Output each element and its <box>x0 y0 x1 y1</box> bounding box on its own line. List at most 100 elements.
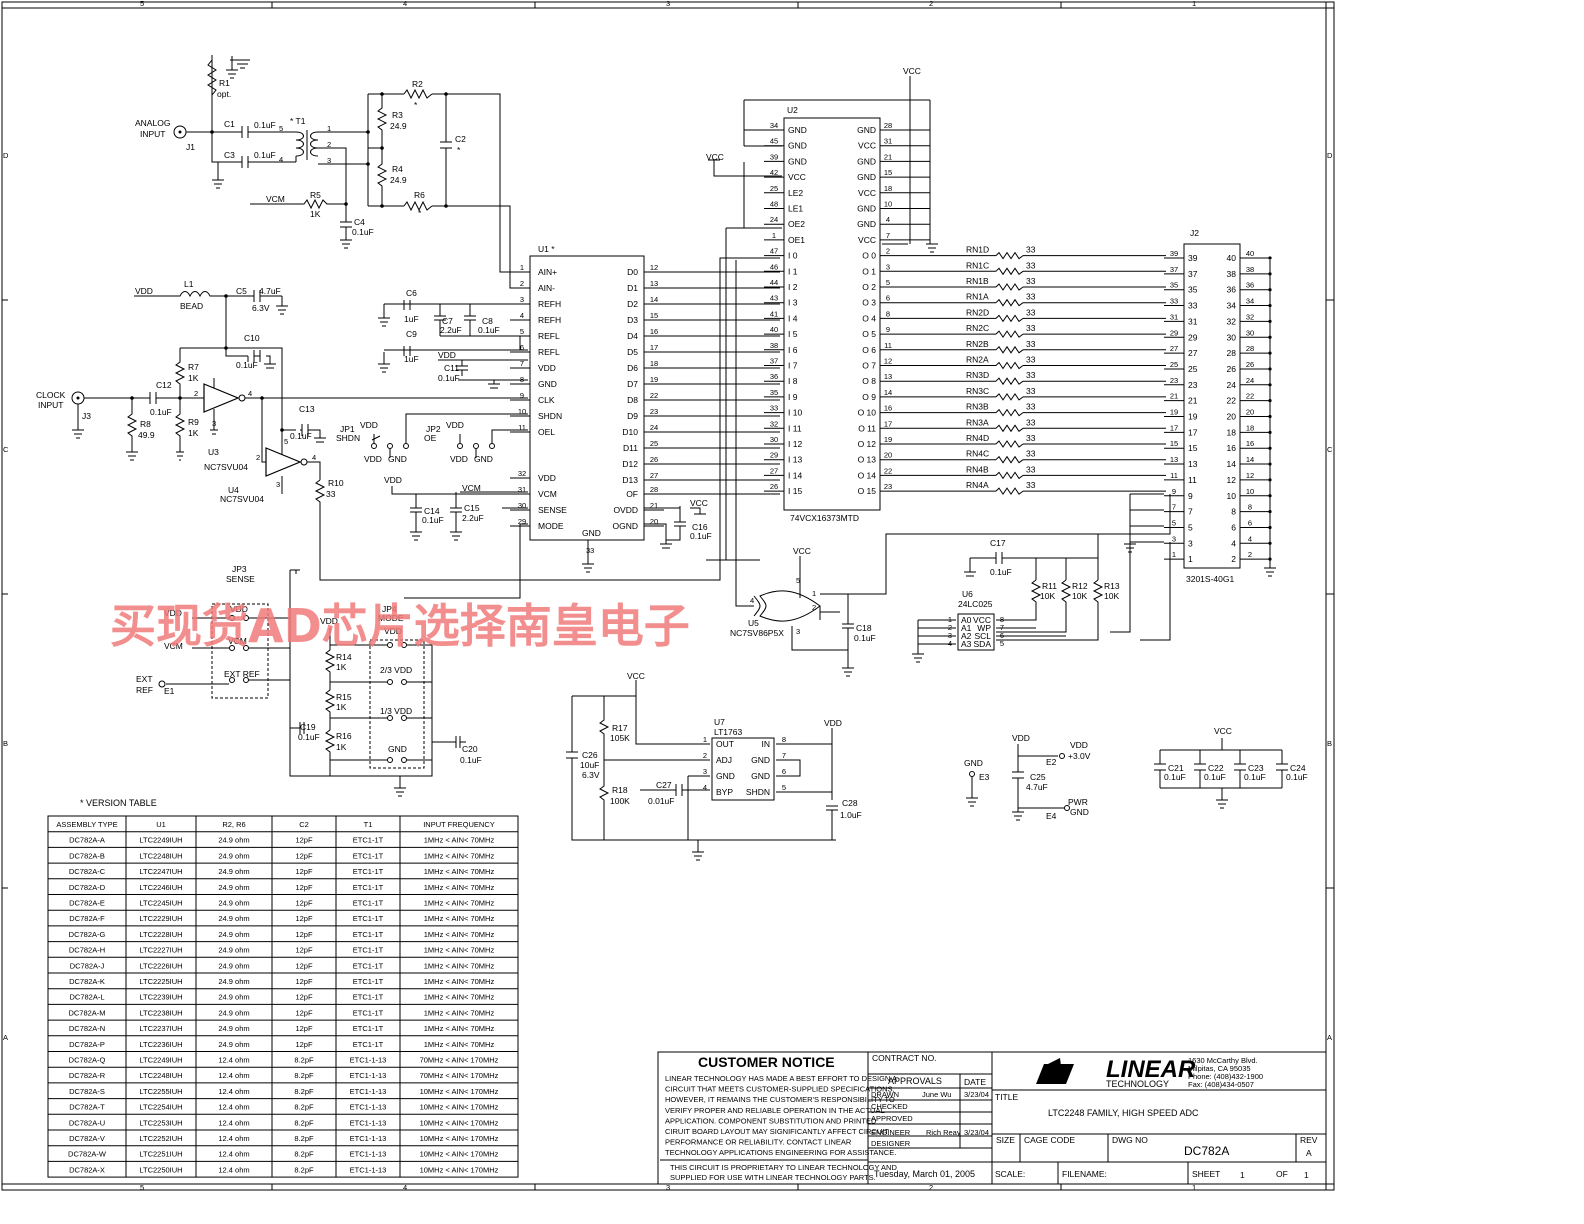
u2-pin-name: LE1 <box>788 204 803 214</box>
ext-ref-terminal-icon[interactable] <box>158 680 166 688</box>
u1-pin-name: VDD <box>538 363 556 373</box>
u7-body[interactable] <box>711 737 775 801</box>
jp4-pin[interactable] <box>387 715 393 721</box>
c2-value: * <box>457 145 461 155</box>
r14-value: 1K <box>336 662 347 672</box>
r10-value: 33 <box>326 489 336 499</box>
u2-pin-number: 26 <box>770 482 778 491</box>
jp4-pin[interactable] <box>387 642 393 648</box>
jp2-pin[interactable] <box>489 443 495 449</box>
u2-pin-name: GND <box>857 125 876 135</box>
version-table-cell: 1MHz < AIN< 70MHz <box>424 836 495 845</box>
u6-pin-name: A2 <box>961 631 972 641</box>
version-table-cell: DC782A-E <box>69 899 105 908</box>
version-table-cell: 1MHz < AIN< 70MHz <box>424 930 495 939</box>
u3-pin: 2 <box>194 389 198 398</box>
version-table-cell: 24.9 ohm <box>218 977 249 986</box>
version-table-cell: 24.9 ohm <box>218 961 249 970</box>
j2-pin-number: 8 <box>1248 503 1252 512</box>
u2-body[interactable] <box>783 117 881 511</box>
jp3-pin[interactable] <box>229 677 235 683</box>
u2-pin-number: 29 <box>770 451 778 460</box>
e2-terminal-icon[interactable] <box>1059 753 1065 759</box>
vcc-label: VCC <box>690 498 708 508</box>
u2-pin-name: GND <box>788 141 807 151</box>
u6-body[interactable] <box>957 613 995 651</box>
bypass-cap-value: 0.1uF <box>1204 772 1226 782</box>
c6-ref: C6 <box>406 288 417 298</box>
u6-part: 24LC025 <box>958 599 993 609</box>
version-table-cell: LTC2249IUH <box>139 1056 182 1065</box>
bypass-capacitor-icon <box>1276 750 1288 788</box>
j2-body[interactable] <box>1183 243 1241 569</box>
power-terminals: GND E3 VDD VDD +3.0V E2 PWR GND E4 C25 4… <box>964 726 1308 821</box>
u1-body[interactable] <box>529 255 645 541</box>
u2-pin-number: 34 <box>770 121 778 130</box>
jp3-pin[interactable] <box>229 645 235 651</box>
address-line: Phone: (408)432-1900 <box>1188 1072 1263 1081</box>
resistor-network-element <box>995 314 1024 323</box>
jp4-pin[interactable] <box>401 757 407 763</box>
version-table-cell: ETC1-1T <box>353 1024 384 1033</box>
u2-pin-number: 8 <box>886 309 890 318</box>
version-table-cell: 12pF <box>295 899 313 908</box>
u7-pin-name: OUT <box>716 739 734 749</box>
c10-ref: C10 <box>244 333 260 343</box>
jp4-pin[interactable] <box>387 679 393 685</box>
jp2-pin[interactable] <box>473 443 479 449</box>
jp3-pin[interactable] <box>243 677 249 683</box>
u7-pin-number: 4 <box>703 783 707 792</box>
resistor-network-element <box>995 251 1024 260</box>
j2-pin-name: 24 <box>1227 380 1237 390</box>
u2-pin-name: I 2 <box>788 282 798 292</box>
engineer-date: 3/23/04 <box>964 1128 989 1137</box>
jp4-pin[interactable] <box>401 642 407 648</box>
e4-terminal-icon[interactable] <box>1064 805 1070 811</box>
jp3-pin[interactable] <box>229 615 235 621</box>
version-table-cell: ETC1-1T <box>353 993 384 1002</box>
u2-pin-name: O 9 <box>862 392 876 402</box>
u2-ref: U2 <box>787 105 798 115</box>
c26-ref: C26 <box>582 750 598 760</box>
c13-value: 0.1uF <box>290 431 312 441</box>
u2-pin-number: 4 <box>886 215 890 224</box>
jp4-pin[interactable] <box>387 757 393 763</box>
jp4-pin[interactable] <box>401 715 407 721</box>
jp3-pin[interactable] <box>243 645 249 651</box>
r7-value: 1K <box>188 373 199 383</box>
jp2-pin[interactable] <box>457 443 463 449</box>
row-label: B <box>3 739 8 748</box>
jp1-pin[interactable] <box>371 443 377 449</box>
j2-pin-name: 6 <box>1231 522 1236 532</box>
jp1-pos: VDD <box>364 454 382 464</box>
resnet-ref: RN3D <box>966 370 989 380</box>
u6-pin-name: WP <box>977 623 991 633</box>
engineer-by: Rich Reay <box>926 1128 961 1137</box>
c17-ref: C17 <box>990 538 1006 548</box>
u4-pin: 5 <box>284 437 288 446</box>
e3-terminal-icon[interactable] <box>969 771 975 777</box>
j2-pin-number: 10 <box>1246 487 1254 496</box>
u3-part: NC7SVU04 <box>204 462 248 472</box>
u1-pin-name: D10 <box>622 427 638 437</box>
j2-pin-name: 38 <box>1227 269 1237 279</box>
version-table-cell: 1MHz < AIN< 70MHz <box>424 946 495 955</box>
j2-pin-number: 23 <box>1170 376 1178 385</box>
version-table-cell: LTC2255IUH <box>139 1087 182 1096</box>
jp1-pin[interactable] <box>387 443 393 449</box>
jp1-pin[interactable] <box>403 443 409 449</box>
r8-ref: R8 <box>140 419 151 429</box>
clock-input-label: INPUT <box>38 400 64 410</box>
jp3-pin[interactable] <box>243 615 249 621</box>
r16-ref: R16 <box>336 731 352 741</box>
vcc-label: VCC <box>627 671 645 681</box>
j2-pin-name: 22 <box>1227 396 1237 406</box>
eeprom-section: VCC 5 1 2 4 3 U5 NC7SV86P5X C18 0.1uF U6… <box>730 260 1171 677</box>
u2-pin-name: I 9 <box>788 392 798 402</box>
bypass-capacitor-icon <box>1194 750 1206 788</box>
vdd-label: VDD <box>384 475 402 485</box>
jp4-pin[interactable] <box>401 679 407 685</box>
version-table-cell: 24.9 ohm <box>218 930 249 939</box>
version-table-cell: ETC1-1T <box>353 961 384 970</box>
u1-pin-name: GND <box>538 379 557 389</box>
